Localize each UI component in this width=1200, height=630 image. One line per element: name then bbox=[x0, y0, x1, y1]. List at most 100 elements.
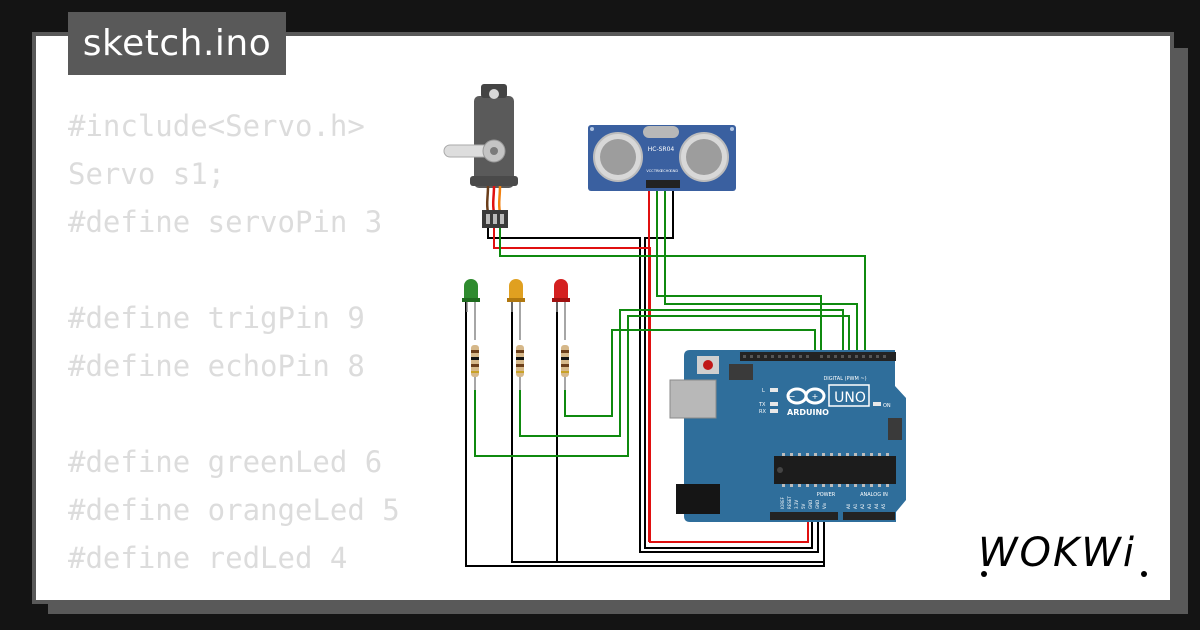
sensor-mount-hole bbox=[590, 127, 594, 131]
code-line: #define greenLed 6 bbox=[68, 445, 383, 479]
led-rx-indicator bbox=[770, 409, 778, 413]
chip-pins bbox=[782, 453, 889, 487]
resistor-band bbox=[516, 350, 524, 353]
usb-port[interactable] bbox=[669, 379, 717, 419]
plus-sign: + bbox=[812, 392, 819, 401]
pin-label: A4 bbox=[874, 503, 879, 509]
resistor-band bbox=[471, 371, 479, 373]
digital-header bbox=[740, 352, 896, 361]
analog-header bbox=[843, 512, 895, 520]
pin-label: A2 bbox=[860, 503, 865, 509]
code-line: #define servoPin 3 bbox=[68, 205, 383, 239]
icsp-header-usb bbox=[729, 364, 753, 380]
pin-label: Vin bbox=[822, 502, 827, 509]
led-rim bbox=[552, 298, 570, 302]
sensor-crystal bbox=[643, 126, 679, 138]
file-tab-sketch[interactable]: sketch.ino bbox=[68, 12, 286, 75]
wokwi-logo-text: WOKWi bbox=[978, 530, 1136, 576]
pin-label: GND bbox=[808, 500, 813, 509]
resistor-band bbox=[516, 357, 524, 360]
resistor-band bbox=[471, 364, 479, 367]
sensor-receiver-mesh bbox=[686, 139, 722, 175]
l-label: L bbox=[762, 388, 765, 394]
resistor-band bbox=[561, 350, 569, 353]
servo-lead-red bbox=[491, 185, 496, 213]
sensor-pin-label: GND bbox=[670, 169, 678, 173]
red-wires bbox=[493, 190, 809, 543]
logo-dot-icon bbox=[1141, 571, 1147, 577]
resistor-green[interactable] bbox=[471, 345, 479, 390]
led-body bbox=[554, 279, 568, 300]
logo-dot-icon bbox=[981, 571, 987, 577]
pin-label: A5 bbox=[881, 503, 886, 509]
resistor-band bbox=[471, 357, 479, 360]
resistor-band bbox=[516, 364, 524, 367]
ultrasonic-sensor[interactable]: HC-SR04 VCC TRIG ECHO GND bbox=[588, 125, 736, 191]
board-model-label: UNO bbox=[834, 390, 866, 406]
led-orange[interactable] bbox=[507, 279, 525, 340]
microcontroller-chip bbox=[774, 456, 896, 484]
pin-label: GND bbox=[815, 500, 820, 509]
sensor-pin-label: TRIG bbox=[653, 169, 663, 173]
icsp-header bbox=[888, 418, 902, 440]
resistor-band bbox=[516, 371, 524, 373]
led-on-indicator bbox=[873, 402, 881, 406]
sensor-transmitter-mesh bbox=[600, 139, 636, 175]
pin-label: A0 bbox=[846, 503, 851, 509]
wires bbox=[465, 190, 866, 567]
servo-lead-orange bbox=[497, 185, 502, 213]
led-green[interactable] bbox=[462, 279, 480, 340]
pin-label: 3.3V bbox=[794, 500, 799, 509]
on-label: ON bbox=[883, 403, 891, 409]
code-line: Servo s1; bbox=[68, 157, 226, 191]
pin-label: A1 bbox=[853, 503, 858, 509]
digital-label: DIGITAL (PWM ~) bbox=[823, 376, 866, 382]
chip-notch bbox=[777, 467, 783, 473]
analog-label: ANALOG IN bbox=[860, 492, 888, 498]
power-jack[interactable] bbox=[676, 484, 720, 514]
pin-label: 5V bbox=[801, 503, 806, 509]
led-l-indicator bbox=[770, 388, 778, 392]
rx-label: RX bbox=[759, 409, 766, 415]
resistor-band bbox=[561, 364, 569, 367]
arduino-uno-board[interactable]: DIGITAL (PWM ~) L TX RX − + UNO ARDUINO … bbox=[669, 350, 906, 522]
tx-label: TX bbox=[758, 402, 766, 408]
led-rim bbox=[507, 298, 525, 302]
digital-header-pins bbox=[743, 355, 886, 358]
sensor-pin-label: ECHO bbox=[661, 169, 671, 173]
servo-lead-brown bbox=[485, 185, 490, 213]
led-red[interactable] bbox=[552, 279, 570, 340]
resistor-orange[interactable] bbox=[516, 345, 524, 390]
pin-label: A3 bbox=[867, 503, 872, 509]
servo-connector-pin bbox=[486, 214, 490, 224]
code-line: #define trigPin 9 bbox=[68, 301, 365, 335]
sensor-mount-hole bbox=[730, 127, 734, 131]
green-wires bbox=[474, 190, 866, 457]
code-line: #define redLed 4 bbox=[68, 541, 348, 575]
led-rim bbox=[462, 298, 480, 302]
sensor-model-label: HC-SR04 bbox=[648, 146, 675, 153]
servo-screw bbox=[489, 89, 499, 99]
led-tx-indicator bbox=[770, 402, 778, 406]
power-label: POWER bbox=[817, 492, 836, 498]
led-body bbox=[464, 279, 478, 300]
power-pin-labels: IOREF RESET 3.3V 5V GND GND Vin A0 A1 A2… bbox=[780, 496, 886, 509]
resistor-red[interactable] bbox=[561, 345, 569, 390]
black-wires bbox=[465, 190, 825, 567]
servo-base bbox=[470, 176, 518, 186]
wokwi-logo: WOKWi bbox=[978, 530, 1147, 577]
code-line: #define echoPin 8 bbox=[68, 349, 365, 383]
power-header bbox=[770, 512, 838, 520]
arduino-infinity-icon bbox=[786, 387, 826, 405]
resistor-band bbox=[561, 371, 569, 373]
code-line: #define orangeLed 5 bbox=[68, 493, 400, 527]
servo-connector-pin bbox=[493, 214, 497, 224]
sensor-pin-label: VCC bbox=[646, 169, 654, 173]
led-body bbox=[509, 279, 523, 300]
code-line: #include<Servo.h> bbox=[68, 109, 365, 143]
servo-motor[interactable] bbox=[443, 84, 518, 228]
sensor-header bbox=[646, 180, 680, 188]
board-brand-label: ARDUINO bbox=[787, 408, 829, 417]
resistor-band bbox=[561, 357, 569, 360]
pin-label: RESET bbox=[787, 496, 792, 509]
